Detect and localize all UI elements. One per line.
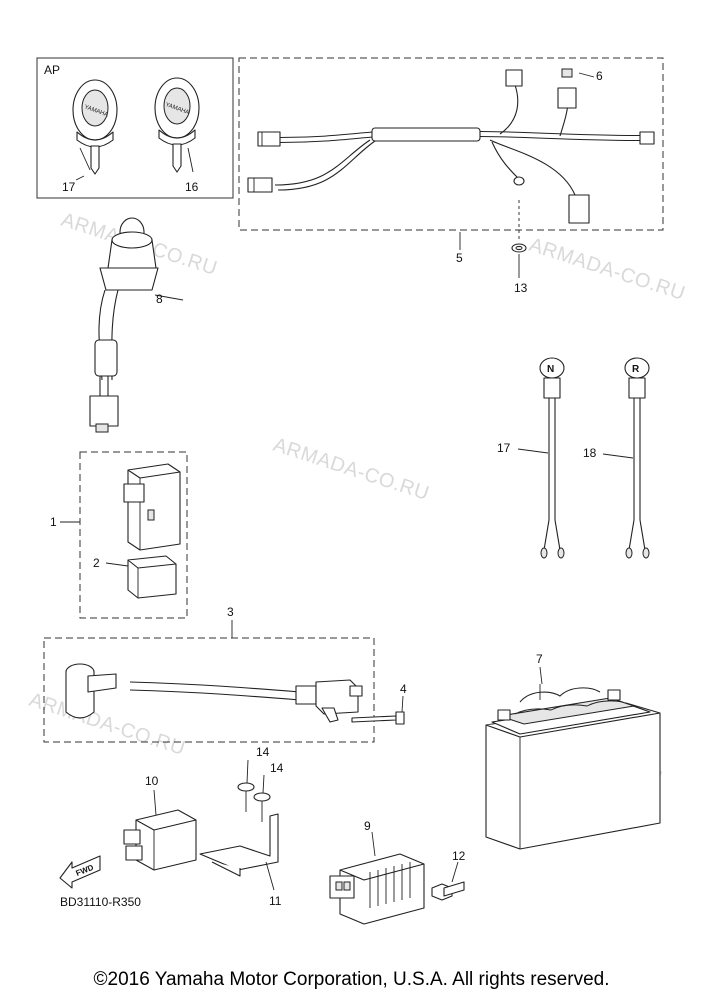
callout-6: 6 bbox=[596, 69, 603, 83]
main-switch-8 bbox=[89, 217, 159, 433]
cdi-group-box bbox=[79, 451, 188, 619]
ignition-group-box bbox=[43, 637, 375, 743]
callout-16: 17 bbox=[62, 180, 76, 194]
wire-harness-5 bbox=[247, 68, 655, 224]
reverse-switch-18: R bbox=[624, 357, 650, 559]
callout-17: 17 bbox=[497, 441, 511, 455]
rectifier-regulator-9 bbox=[329, 853, 425, 925]
callout-2: 2 bbox=[93, 556, 100, 570]
harness-group-box bbox=[238, 57, 664, 231]
cdi-unit-1 bbox=[123, 463, 181, 551]
bolt-4 bbox=[351, 711, 405, 725]
bracket-11 bbox=[199, 813, 279, 877]
diagram-code: BD31110-R350 bbox=[60, 895, 141, 909]
callout-8: 8 bbox=[156, 292, 163, 306]
key-16: YAMAHA bbox=[72, 79, 118, 175]
watermark: ARMADA-CO.RU bbox=[26, 689, 188, 760]
watermark: ARMADA-CO.RU bbox=[526, 234, 688, 305]
copyright-notice: ©2016 Yamaha Motor Corporation, U.S.A. A… bbox=[93, 969, 610, 990]
ap-group-label: AP bbox=[44, 63, 60, 77]
fwd-arrow: FWD bbox=[59, 855, 101, 889]
callout-9: 9 bbox=[364, 819, 371, 833]
callout-18: 18 bbox=[583, 446, 597, 460]
callout-10: 10 bbox=[145, 774, 159, 788]
watermark: ARMADA-CO.RU bbox=[270, 434, 432, 505]
callout-14: 14 bbox=[256, 745, 270, 759]
coupler-2 bbox=[127, 555, 177, 599]
bolt-12 bbox=[431, 881, 465, 901]
callout-12: 12 bbox=[452, 849, 466, 863]
callout-4: 4 bbox=[400, 682, 407, 696]
callout-13: 13 bbox=[514, 281, 528, 295]
callout-15: 16 bbox=[185, 180, 199, 194]
callout-7: 7 bbox=[536, 652, 543, 666]
ap-group-box bbox=[36, 57, 234, 199]
ignition-coil-3 bbox=[65, 663, 363, 723]
relay-10 bbox=[123, 809, 197, 871]
screw-14b bbox=[253, 792, 271, 822]
callout-14: 14 bbox=[270, 761, 284, 775]
callout-11: 11 bbox=[269, 894, 282, 908]
reverse-label: R bbox=[632, 364, 640, 375]
neutral-switch-17: N bbox=[539, 357, 565, 559]
battery-7 bbox=[485, 684, 661, 850]
callout-5: 5 bbox=[456, 251, 463, 265]
callout-1: 1 bbox=[50, 515, 57, 529]
screw-14a bbox=[237, 782, 255, 812]
neutral-label: N bbox=[547, 364, 554, 375]
key-15: YAMAHA bbox=[154, 77, 200, 173]
callout-3: 3 bbox=[227, 605, 234, 619]
